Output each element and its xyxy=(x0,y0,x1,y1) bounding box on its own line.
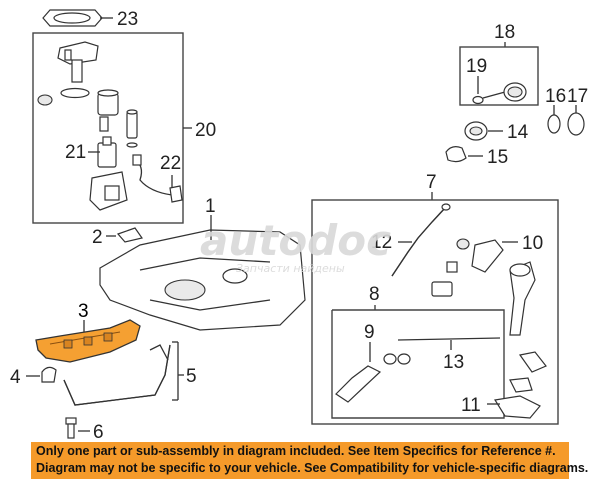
part-17-oring xyxy=(567,112,585,136)
watermark-logo: autodoc xyxy=(200,216,391,265)
part-3-heat-shield xyxy=(35,319,141,363)
callout-10: 10 xyxy=(522,233,543,254)
callout-23: 23 xyxy=(117,9,138,30)
callout-17: 17 xyxy=(567,86,588,107)
callout-11: 11 xyxy=(461,395,481,416)
callout-19: 19 xyxy=(466,56,487,77)
filler-pipe-box xyxy=(311,199,559,425)
callout-6: 6 xyxy=(93,422,104,443)
part-12-tube xyxy=(391,203,451,277)
part-16-oring xyxy=(547,114,561,134)
disclaimer-banner: Only one part or sub-assembly in diagram… xyxy=(31,442,589,479)
part-5-straps xyxy=(63,344,171,406)
callout-13: 13 xyxy=(443,352,464,373)
callout-22: 22 xyxy=(160,153,181,174)
part-15-seal xyxy=(445,146,467,163)
part-6-bolt xyxy=(65,417,77,439)
disclaimer-line-2: Diagram may not be specific to your vehi… xyxy=(36,461,589,475)
callout-3: 3 xyxy=(78,301,89,322)
part-2-pad xyxy=(116,227,143,243)
part-13-tube xyxy=(397,337,501,341)
fuel-pump-assembly xyxy=(37,41,183,211)
callout-12: 12 xyxy=(371,232,392,253)
callout-7: 7 xyxy=(426,172,437,193)
part-23-gasket xyxy=(42,9,113,27)
part-4-cushion xyxy=(41,366,57,383)
part-19-cap xyxy=(472,82,527,105)
callout-8: 8 xyxy=(369,284,380,305)
disclaimer-line-1: Only one part or sub-assembly in diagram… xyxy=(36,444,556,458)
part-14-ring xyxy=(464,121,488,141)
cap-box xyxy=(459,46,539,106)
part-11-brackets xyxy=(494,351,547,419)
callout-2: 2 xyxy=(92,227,103,248)
callout-16: 16 xyxy=(545,86,566,107)
callout-20: 20 xyxy=(195,120,216,141)
part-9-hose xyxy=(335,353,411,403)
part-1-fuel-tank xyxy=(99,229,306,331)
callout-5: 5 xyxy=(186,366,197,387)
callout-15: 15 xyxy=(487,147,508,168)
callout-14: 14 xyxy=(507,122,529,143)
callout-18: 18 xyxy=(494,22,515,43)
watermark: autodoc Запчасти найдены xyxy=(200,216,391,275)
callout-4: 4 xyxy=(10,367,21,388)
hose-box xyxy=(331,309,505,419)
callout-9: 9 xyxy=(364,322,375,343)
watermark-tagline: Запчасти найдены xyxy=(236,262,345,275)
callout-21: 21 xyxy=(65,142,86,163)
callout-1: 1 xyxy=(205,196,216,217)
part-10-bracket xyxy=(431,238,504,297)
filler-neck xyxy=(509,261,536,336)
